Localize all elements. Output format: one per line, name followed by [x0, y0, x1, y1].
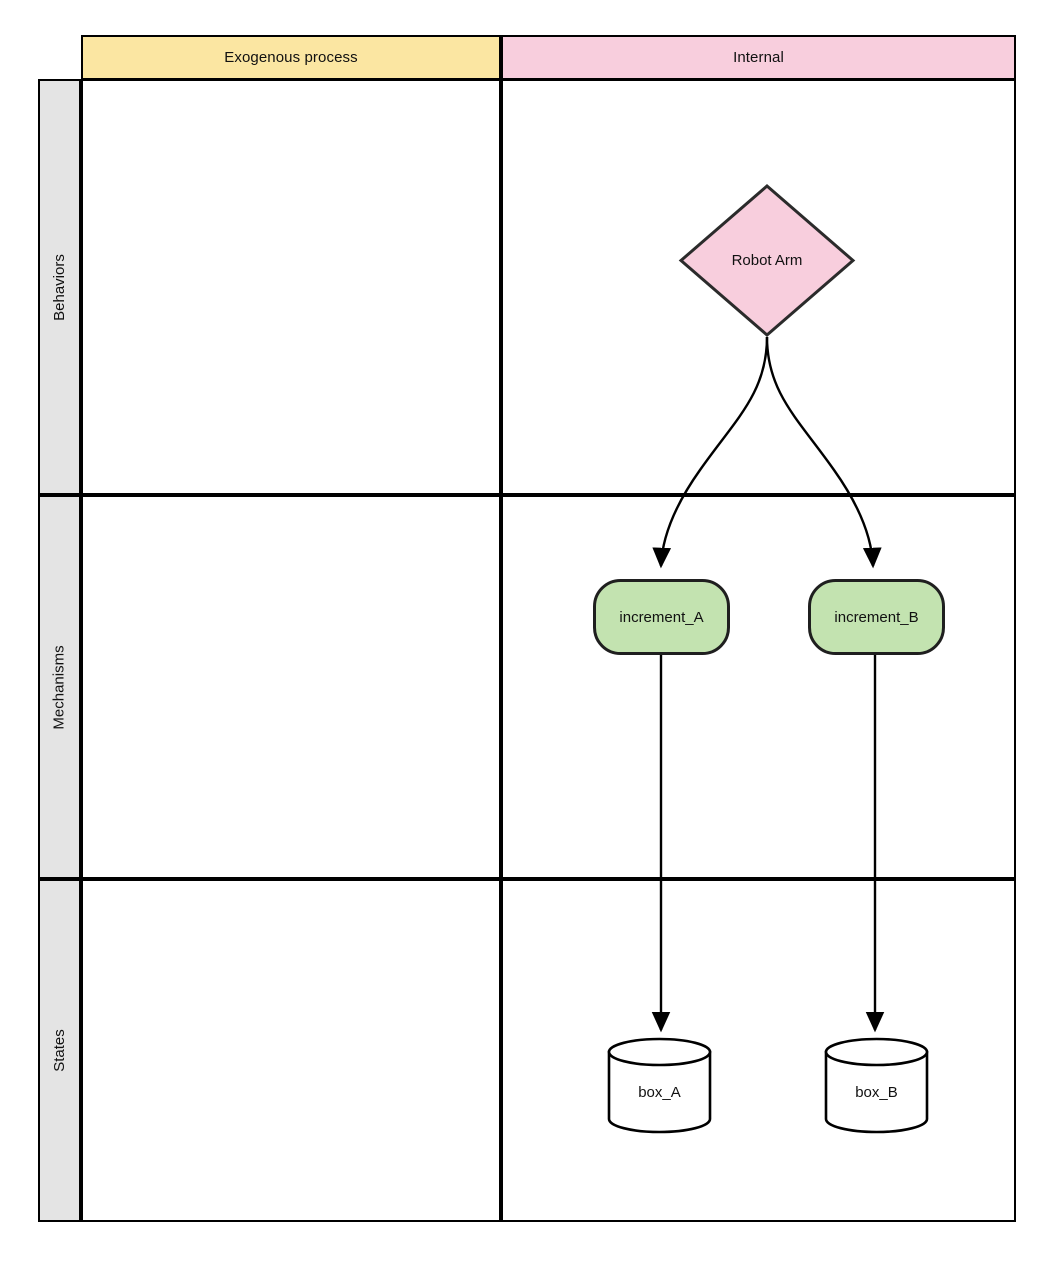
- row-label-states-text: States: [51, 1029, 68, 1072]
- row-label-mechanisms: Mechanisms: [38, 495, 81, 879]
- cell-exogenous-mechanisms: [81, 495, 501, 879]
- column-header-exogenous-process: Exogenous process: [81, 35, 501, 80]
- row-label-states: States: [38, 879, 81, 1222]
- row-label-mechanisms-text: Mechanisms: [51, 644, 69, 730]
- node-box-a-shape[interactable]: [607, 1037, 712, 1134]
- node-robot-arm-shape[interactable]: [678, 183, 856, 338]
- column-header-internal-label: Internal: [733, 49, 784, 66]
- cell-internal-states: [501, 879, 1016, 1222]
- cell-exogenous-states: [81, 879, 501, 1222]
- cell-internal-mechanisms: [501, 495, 1016, 879]
- node-box-b-shape[interactable]: [824, 1037, 929, 1134]
- row-label-behaviors: Behaviors: [38, 79, 81, 495]
- column-header-exogenous-process-label: Exogenous process: [224, 49, 358, 66]
- node-increment-a-shape[interactable]: [592, 578, 731, 656]
- cell-exogenous-behaviors: [81, 79, 501, 495]
- column-header-internal: Internal: [501, 35, 1016, 80]
- node-increment-b-shape[interactable]: [807, 578, 946, 656]
- row-label-behaviors-text: Behaviors: [51, 253, 69, 321]
